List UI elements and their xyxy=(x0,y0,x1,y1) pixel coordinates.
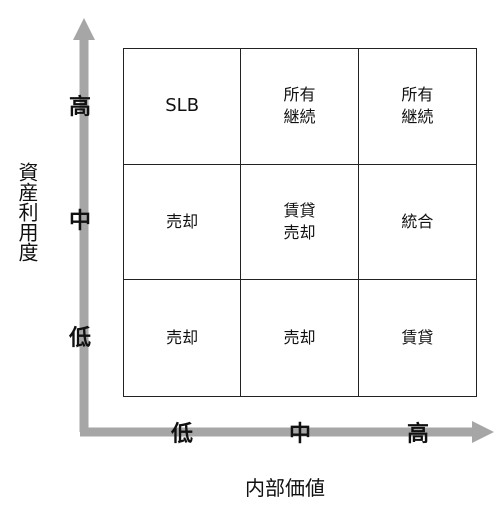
y-tick-high: 高 xyxy=(68,95,91,120)
matrix-cell: 売却 xyxy=(124,164,242,281)
matrix-cell: 売却 xyxy=(241,280,359,396)
x-axis-arrowhead xyxy=(472,421,494,443)
matrix-cell: 統合 xyxy=(358,165,476,281)
matrix-cell: 売却 xyxy=(124,280,242,396)
matrix-cell: 賃貸 売却 xyxy=(241,164,359,281)
y-axis-title: 資産利用度 xyxy=(15,162,39,262)
y-axis-arrowhead xyxy=(73,18,95,40)
x-axis-title: 内部価値 xyxy=(245,476,325,500)
matrix-cell: 所有 継続 xyxy=(358,49,476,165)
y-tick-low: 低 xyxy=(68,326,91,351)
matrix-cell: 賃貸 xyxy=(401,328,434,348)
matrix-grid: SLB 所有 継続 所有 継続 売却 賃貸 売却 統合 売却 売却 賃貸 xyxy=(123,48,477,397)
x-tick-mid: 中 xyxy=(288,422,311,447)
y-tick-mid: 中 xyxy=(68,209,91,234)
matrix-cell: SLB xyxy=(124,49,242,165)
x-tick-high: 高 xyxy=(406,422,429,447)
matrix-cell: 所有 継続 xyxy=(241,49,359,165)
x-tick-low: 低 xyxy=(170,422,193,447)
